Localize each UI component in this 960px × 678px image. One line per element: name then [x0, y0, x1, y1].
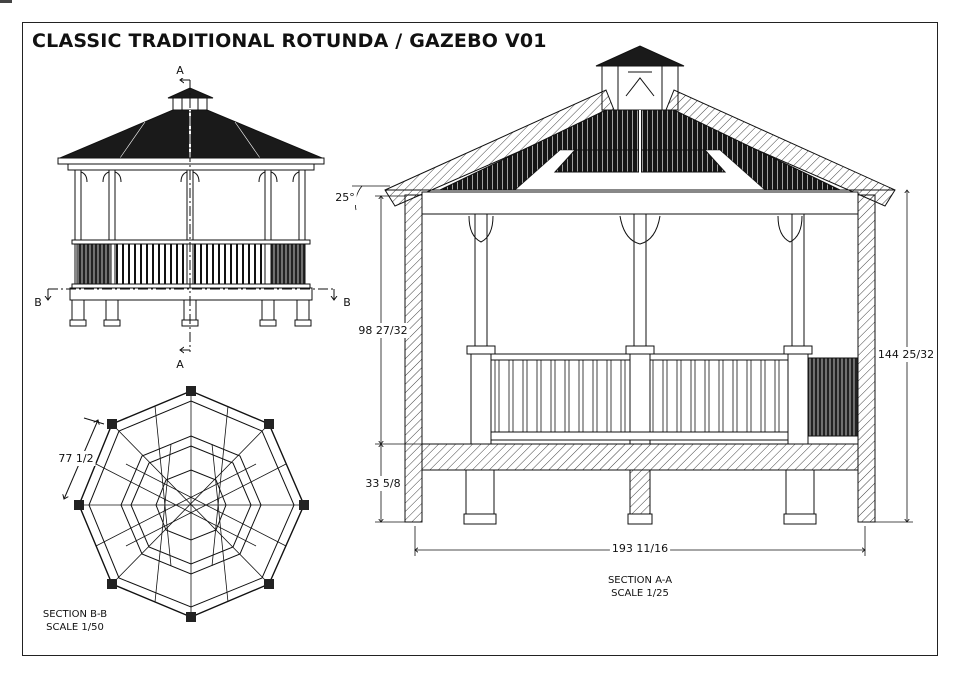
plan-caption: SECTION B-B	[43, 609, 107, 620]
label-backdrop	[609, 587, 671, 600]
label-backdrop	[174, 357, 187, 372]
plan-dimension-label: 77 1/2	[58, 452, 93, 465]
elevation-railing	[71, 239, 311, 289]
roof-pitch-label: 25°	[335, 191, 355, 204]
cut-label-b-right: B	[343, 296, 351, 309]
section-scale: SCALE 1/25	[611, 588, 669, 599]
elevation-floor	[69, 287, 313, 327]
label-backdrop	[32, 295, 44, 310]
drawing-title: CLASSIC TRADITIONAL ROTUNDA / GAZEBO V01	[32, 30, 547, 52]
section-railing	[490, 353, 859, 441]
elevation-roof	[57, 109, 325, 171]
front-elevation	[48, 80, 334, 352]
section-roof	[384, 89, 896, 215]
elevation-brackets	[80, 171, 300, 183]
label-backdrop	[40, 608, 110, 621]
label-backdrop	[356, 323, 410, 338]
drawing-frame	[22, 22, 938, 656]
label-backdrop	[609, 541, 671, 556]
label-backdrop	[605, 574, 675, 587]
corner-mark	[0, 0, 12, 3]
post-height-label: 98 27/32	[358, 324, 407, 337]
label-backdrop	[341, 295, 353, 310]
cut-label-b-left: B	[34, 296, 42, 309]
total-width-label: 193 11/16	[612, 542, 668, 555]
label-backdrop	[44, 621, 106, 634]
elevation-cut-lines	[48, 80, 334, 352]
label-backdrop	[333, 190, 357, 205]
section-cupola	[595, 45, 685, 111]
floor-plan	[64, 386, 309, 622]
section-floor	[421, 443, 859, 525]
section-brackets	[468, 215, 803, 245]
label-backdrop	[174, 63, 187, 78]
section-caption: SECTION A-A	[608, 575, 672, 586]
label-backdrop	[875, 347, 937, 362]
section-a-a	[352, 45, 913, 556]
total-height-label: 144 25/32	[878, 348, 934, 361]
label-backdrop	[56, 451, 96, 466]
cut-label-a-top: A	[176, 64, 184, 77]
plan-scale: SCALE 1/50	[46, 622, 104, 633]
label-backdrop	[363, 476, 403, 491]
floor-height-label: 33 5/8	[365, 477, 400, 490]
cut-label-a-bottom: A	[176, 358, 184, 371]
